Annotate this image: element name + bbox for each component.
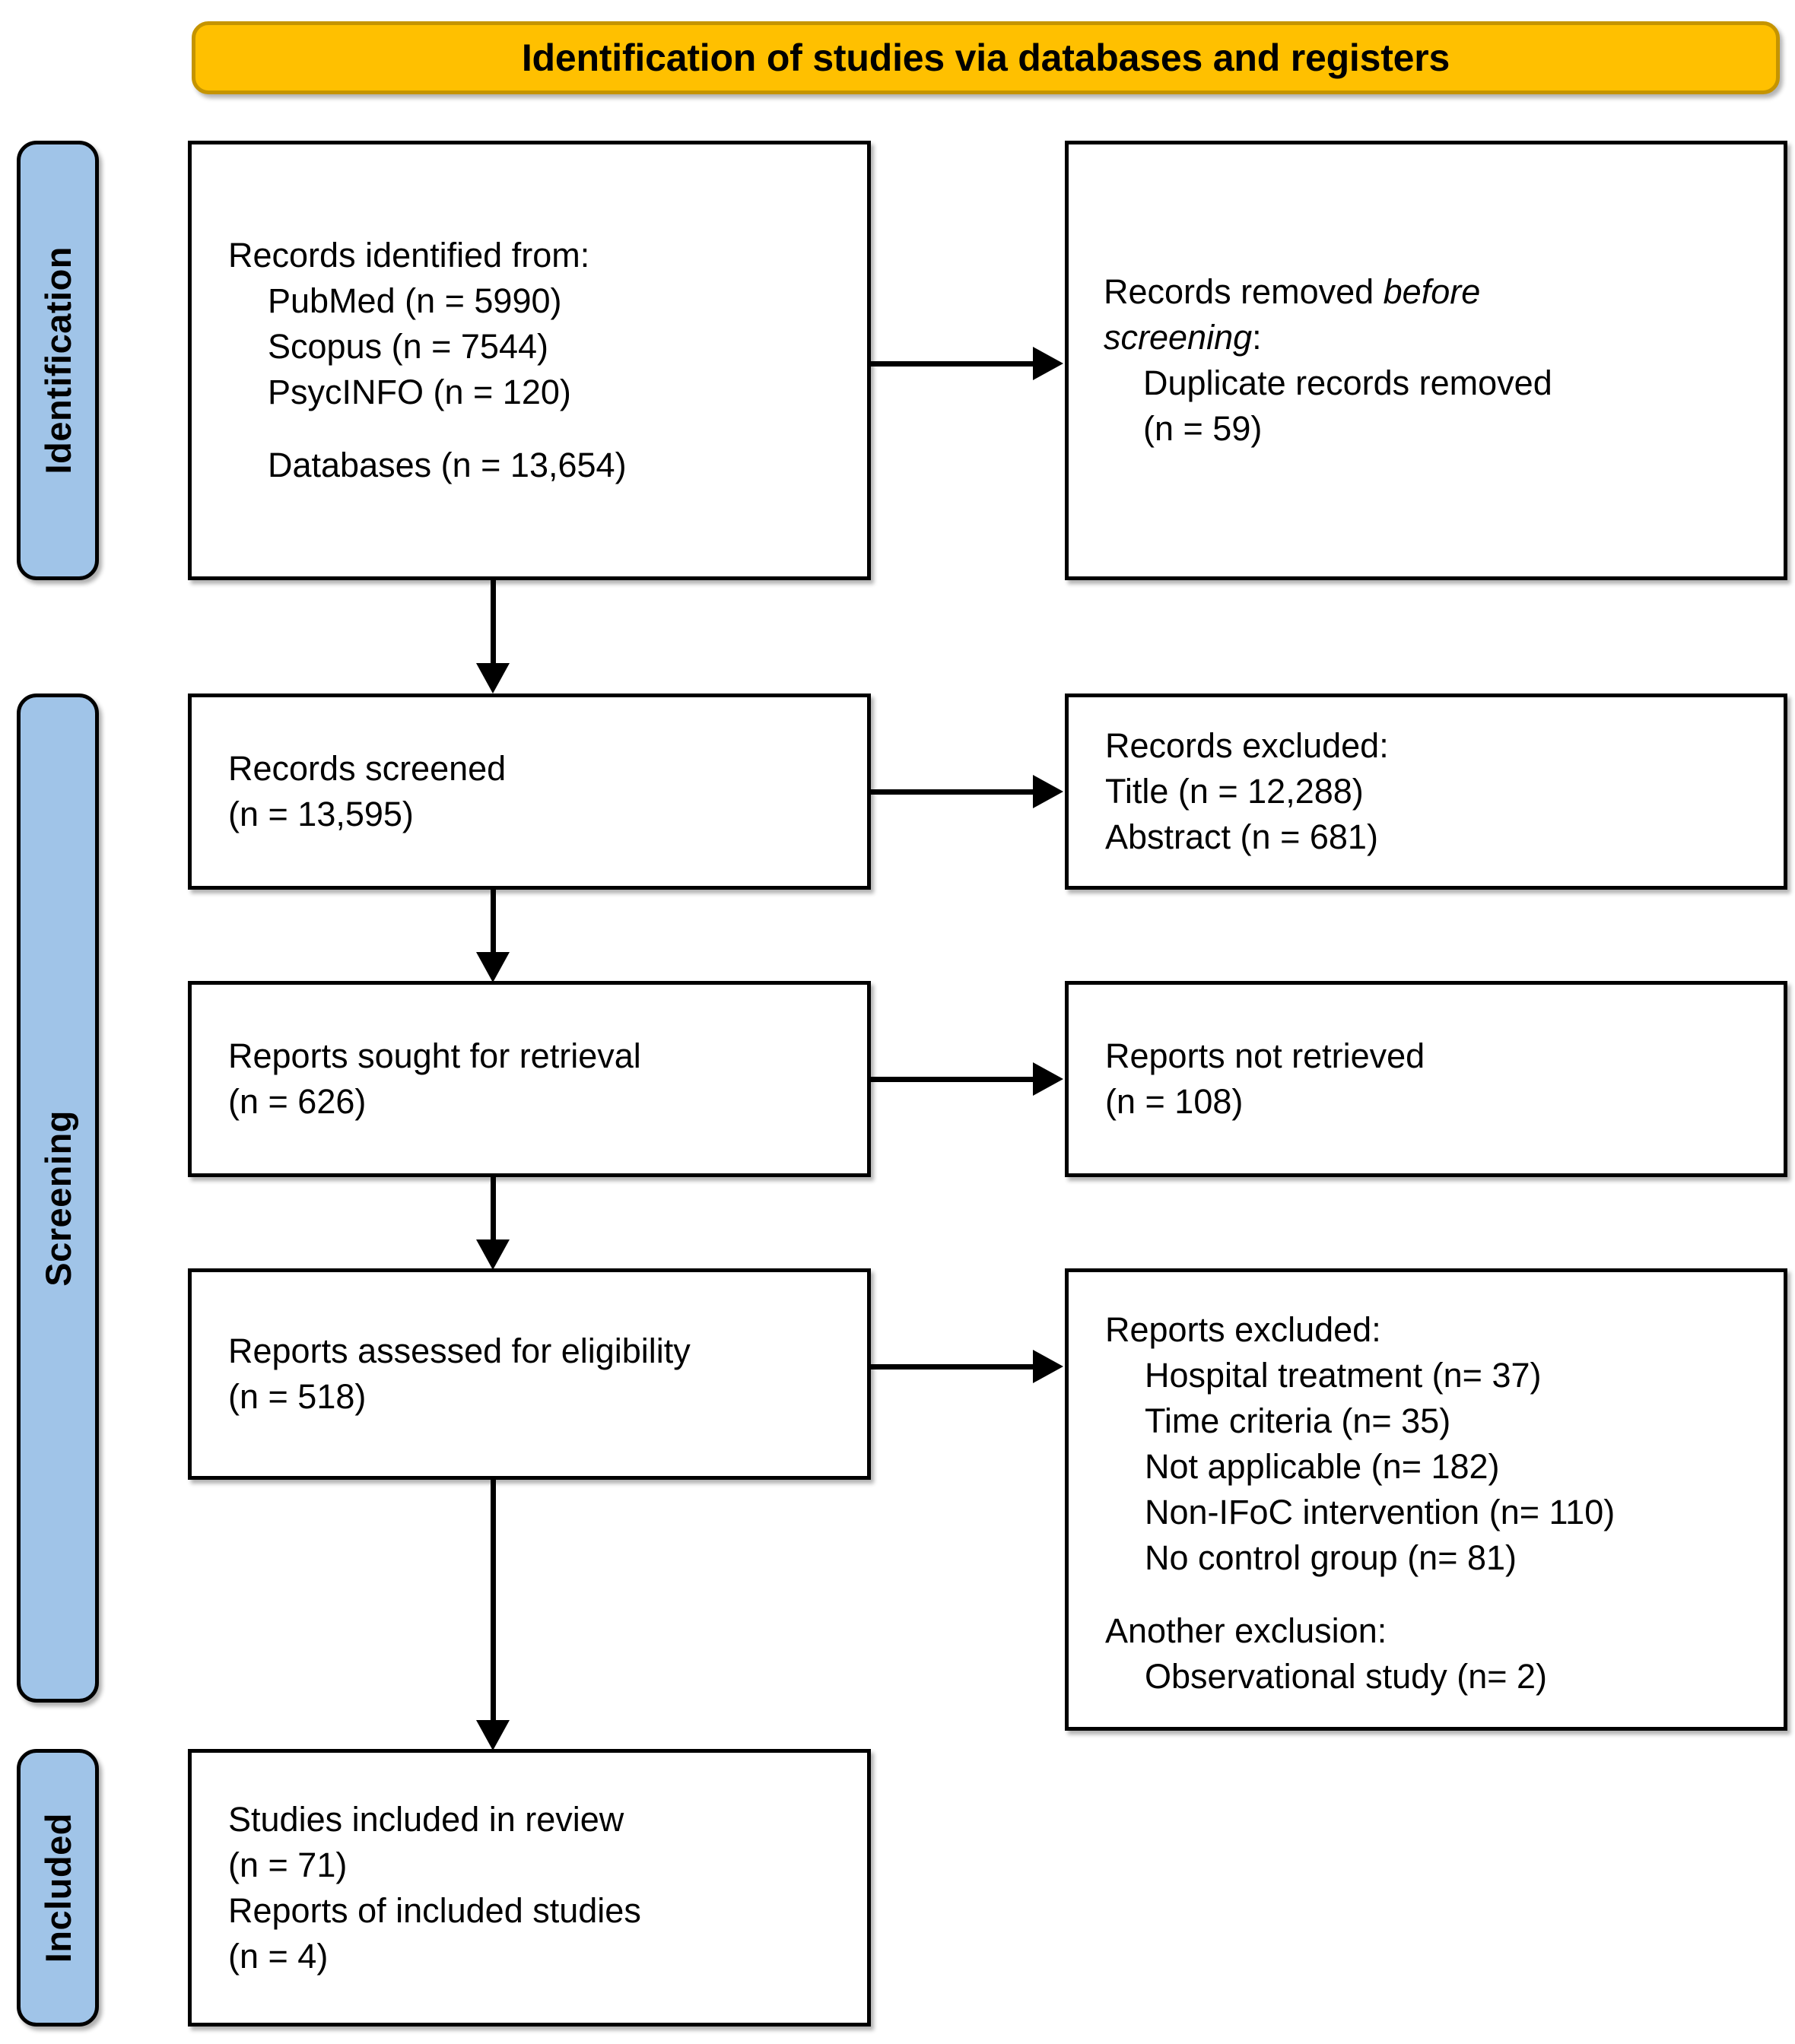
connector-identified-to-screened [491,580,496,665]
box-records-identified-body: Records identified from: PubMed (n = 599… [228,233,852,488]
reports-not-retrieved-count: (n = 108) [1105,1082,1244,1121]
arrowhead-sought-to-assessed [476,1239,510,1270]
box-reports-excluded: Reports excluded: Hospital treatment (n=… [1065,1268,1787,1731]
records-identified-heading: Records identified from: [228,236,590,275]
stage-label-identification-text: Identification [37,246,78,474]
studies-included-count: (n = 71) [228,1845,348,1884]
arrowhead-identified-to-removed [1033,347,1063,380]
connector-screened-to-sought [491,890,496,955]
records-removed-line1: Records removed before [1104,269,1768,315]
reports-excluded-reason-nocontrol: No control group (n= 81) [1145,1538,1517,1577]
reports-excluded-another-observational: Observational study (n= 2) [1145,1657,1548,1696]
records-removed-line1-plain: Records removed [1104,272,1384,311]
reports-assessed-label: Reports assessed for eligibility [228,1331,691,1370]
records-removed-line1-italic: before [1383,272,1481,311]
box-records-screened: Records screened (n = 13,595) [188,694,871,890]
arrowhead-assessed-to-excluded [1033,1350,1063,1383]
arrowhead-screened-to-excluded [1033,775,1063,808]
connector-sought-to-assessed [491,1177,496,1243]
box-records-screened-body: Records screened (n = 13,595) [228,746,852,837]
box-records-removed-body: Records removed before screening: Duplic… [1104,269,1768,452]
connector-sought-to-notretrieved [871,1077,1035,1082]
reports-excluded-heading: Reports excluded: [1105,1310,1381,1349]
arrowhead-identified-to-screened [476,663,510,694]
stage-label-screening: Screening [17,694,99,1703]
diagram-header-banner: Identification of studies via databases … [192,21,1780,94]
box-reports-assessed: Reports assessed for eligibility (n = 51… [188,1268,871,1480]
arrowhead-sought-to-notretrieved [1033,1062,1063,1096]
records-excluded-title: Title (n = 12,288) [1105,772,1364,811]
connector-screened-to-excluded [871,789,1035,795]
records-identified-scopus: Scopus (n = 7544) [268,327,548,366]
stage-label-included: Included [17,1749,99,2027]
box-reports-excluded-body: Reports excluded: Hospital treatment (n=… [1105,1307,1768,1700]
reports-assessed-count: (n = 518) [228,1377,367,1416]
reports-excluded-reason-hospital: Hospital treatment (n= 37) [1145,1356,1542,1395]
studies-included-label: Studies included in review [228,1799,624,1839]
box-records-excluded-body: Records excluded: Title (n = 12,288) Abs… [1105,723,1768,860]
box-studies-included-body: Studies included in review (n = 71) Repo… [228,1797,852,1979]
box-reports-not-retrieved-body: Reports not retrieved (n = 108) [1105,1033,1768,1125]
records-identified-spacer [228,415,852,443]
stage-label-included-text: Included [37,1812,78,1963]
reports-excluded-reason-nonifoc: Non-IFoC intervention (n= 110) [1145,1493,1616,1531]
records-removed-duplicates-count: (n = 59) [1143,409,1263,448]
records-removed-line2-italic: screening [1104,318,1253,357]
records-removed-duplicates: Duplicate records removed [1143,363,1552,402]
box-studies-included: Studies included in review (n = 71) Repo… [188,1749,871,2027]
box-reports-not-retrieved: Reports not retrieved (n = 108) [1065,981,1787,1177]
records-excluded-heading: Records excluded: [1105,726,1389,765]
connector-identified-to-removed [871,361,1035,367]
records-removed-line2-plain: : [1252,318,1262,357]
records-removed-line2: screening: [1104,315,1768,360]
reports-included-count: (n = 4) [228,1936,329,1976]
reports-not-retrieved-label: Reports not retrieved [1105,1036,1425,1075]
diagram-title: Identification of studies via databases … [521,36,1450,79]
box-reports-assessed-body: Reports assessed for eligibility (n = 51… [228,1328,852,1420]
box-records-identified: Records identified from: PubMed (n = 599… [188,141,871,580]
reports-excluded-reason-notapplicable: Not applicable (n= 182) [1145,1447,1500,1486]
records-screened-count: (n = 13,595) [228,795,414,833]
records-identified-pubmed: PubMed (n = 5990) [268,281,562,320]
reports-sought-label: Reports sought for retrieval [228,1036,641,1075]
box-records-excluded: Records excluded: Title (n = 12,288) Abs… [1065,694,1787,890]
reports-sought-count: (n = 626) [228,1082,367,1121]
reports-included-label: Reports of included studies [228,1890,641,1930]
arrowhead-screened-to-sought [476,952,510,982]
box-reports-sought-body: Reports sought for retrieval (n = 626) [228,1033,852,1125]
records-screened-label: Records screened [228,749,507,788]
records-identified-databases: Databases (n = 13,654) [268,446,627,484]
connector-assessed-to-included [491,1480,496,1723]
reports-excluded-reason-time: Time criteria (n= 35) [1145,1401,1451,1440]
stage-label-identification: Identification [17,141,99,580]
reports-excluded-spacer [1105,1581,1768,1608]
connector-assessed-to-excluded [871,1364,1035,1370]
records-excluded-abstract: Abstract (n = 681) [1105,817,1378,856]
stage-label-screening-text: Screening [37,1109,78,1287]
box-reports-sought: Reports sought for retrieval (n = 626) [188,981,871,1177]
box-records-removed: Records removed before screening: Duplic… [1065,141,1787,580]
records-identified-psycinfo: PsycINFO (n = 120) [268,373,571,411]
reports-excluded-another-heading: Another exclusion: [1105,1611,1387,1650]
arrowhead-assessed-to-included [476,1720,510,1750]
